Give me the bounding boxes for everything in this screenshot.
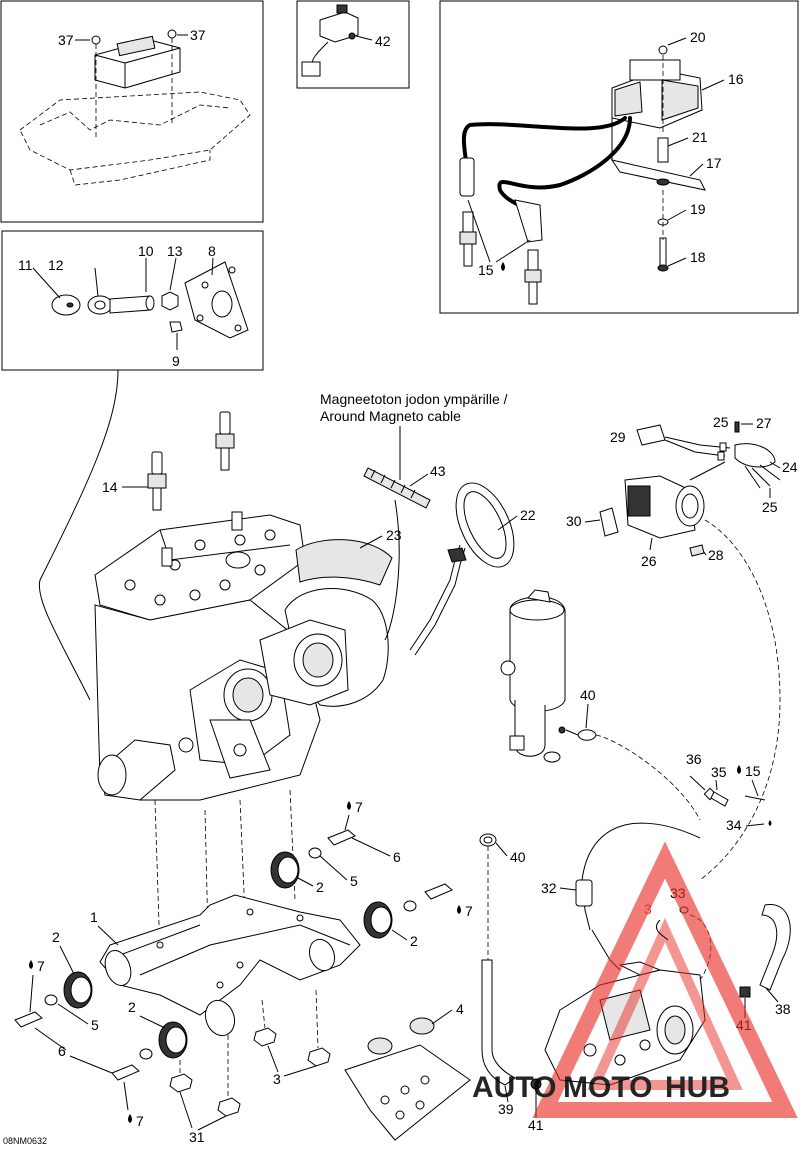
temp-sensor [581, 775, 766, 881]
callout-19: 19 [690, 201, 706, 217]
heat-shield-4 [344, 1017, 471, 1141]
callout-23: 23 [386, 527, 402, 543]
inset-ecu-mount [0, 0, 264, 223]
callout-29: 29 [610, 429, 626, 445]
callout-27: 27 [756, 415, 772, 431]
callout-25b: 25 [762, 499, 778, 515]
watermark-hub: HUB [665, 1071, 730, 1104]
callout-21: 21 [692, 129, 708, 145]
callout-24: 24 [782, 459, 798, 475]
callout-7b: 7 [465, 903, 473, 919]
inset-connector-42 [296, 0, 410, 89]
callout-15-top: 15 [478, 262, 494, 278]
callout-2c: 2 [52, 929, 60, 945]
callout-17: 17 [706, 155, 722, 171]
callout-25a: 25 [713, 414, 729, 430]
callout-15-b: 15 [745, 763, 761, 779]
callout-9: 9 [172, 353, 180, 369]
callout-35: 35 [711, 764, 727, 780]
callout-6b: 6 [58, 1043, 66, 1059]
note-line-2: Around Magneto cable [320, 408, 461, 424]
trigger-coil-22 [409, 482, 515, 656]
callout-41b: 41 [528, 1117, 544, 1133]
callout-13: 13 [167, 243, 183, 259]
engine-assembly [94, 411, 393, 801]
callout-12: 12 [48, 257, 64, 273]
callout-3b: 31 [189, 1129, 205, 1145]
note-line-1: Magneetoton jodon ympärille / [320, 391, 508, 407]
callout-34: 34 [726, 817, 742, 833]
callout-2a: 2 [316, 879, 324, 895]
magneto-cable-sleeve [363, 467, 431, 509]
callout-10: 10 [138, 243, 154, 259]
callout-18: 18 [690, 249, 706, 265]
oil-reservoir [500, 589, 597, 763]
callout-31: 32 [541, 880, 557, 896]
callout-37a: 37 [58, 32, 74, 48]
callout-38: 38 [775, 1001, 791, 1017]
callout-36: 36 [686, 751, 702, 767]
inset-magneto-cover [1, 230, 264, 371]
callout-3a: 3 [273, 1071, 281, 1087]
callout-42: 42 [375, 33, 391, 49]
callout-39: 39 [498, 1101, 514, 1117]
engine-mount-bracket [14, 789, 453, 1117]
callout-16: 16 [728, 71, 744, 87]
callout-5b: 5 [91, 1017, 99, 1033]
callout-5a: 5 [350, 873, 358, 889]
callout-20: 20 [690, 29, 706, 45]
callout-14: 14 [102, 479, 118, 495]
watermark-auto: AUTO [472, 1071, 556, 1104]
callout-1: 1 [90, 909, 98, 925]
callout-2b: 2 [410, 933, 418, 949]
callout-4: 4 [456, 1001, 464, 1017]
callout-40a: 40 [580, 687, 596, 703]
automotohub-watermark: AUTO MOTO HUB [472, 841, 798, 1118]
callout-30: 30 [566, 513, 582, 529]
callout-8: 8 [208, 243, 216, 259]
callout-7c: 7 [37, 958, 45, 974]
hose-clamp-40 [479, 833, 497, 960]
callout-28: 28 [708, 547, 724, 563]
callout-43: 43 [430, 463, 446, 479]
connector-harness [599, 421, 781, 557]
callout-33: 3 [644, 901, 652, 917]
callout-11: 11 [18, 257, 33, 273]
callout-37b: 37 [190, 27, 206, 43]
callout-2d: 2 [128, 999, 136, 1015]
callout-26: 26 [641, 553, 657, 569]
callout-7a: 7 [355, 799, 363, 815]
callout-40b: 40 [510, 849, 526, 865]
watermark-moto: MOTO [563, 1071, 652, 1104]
callout-7d: 7 [136, 1113, 144, 1129]
inset-ignition-coil [439, 0, 799, 314]
drawing-code: 08NM0632 [3, 1136, 47, 1146]
callout-22: 22 [520, 507, 536, 523]
callout-6a: 6 [393, 849, 401, 865]
